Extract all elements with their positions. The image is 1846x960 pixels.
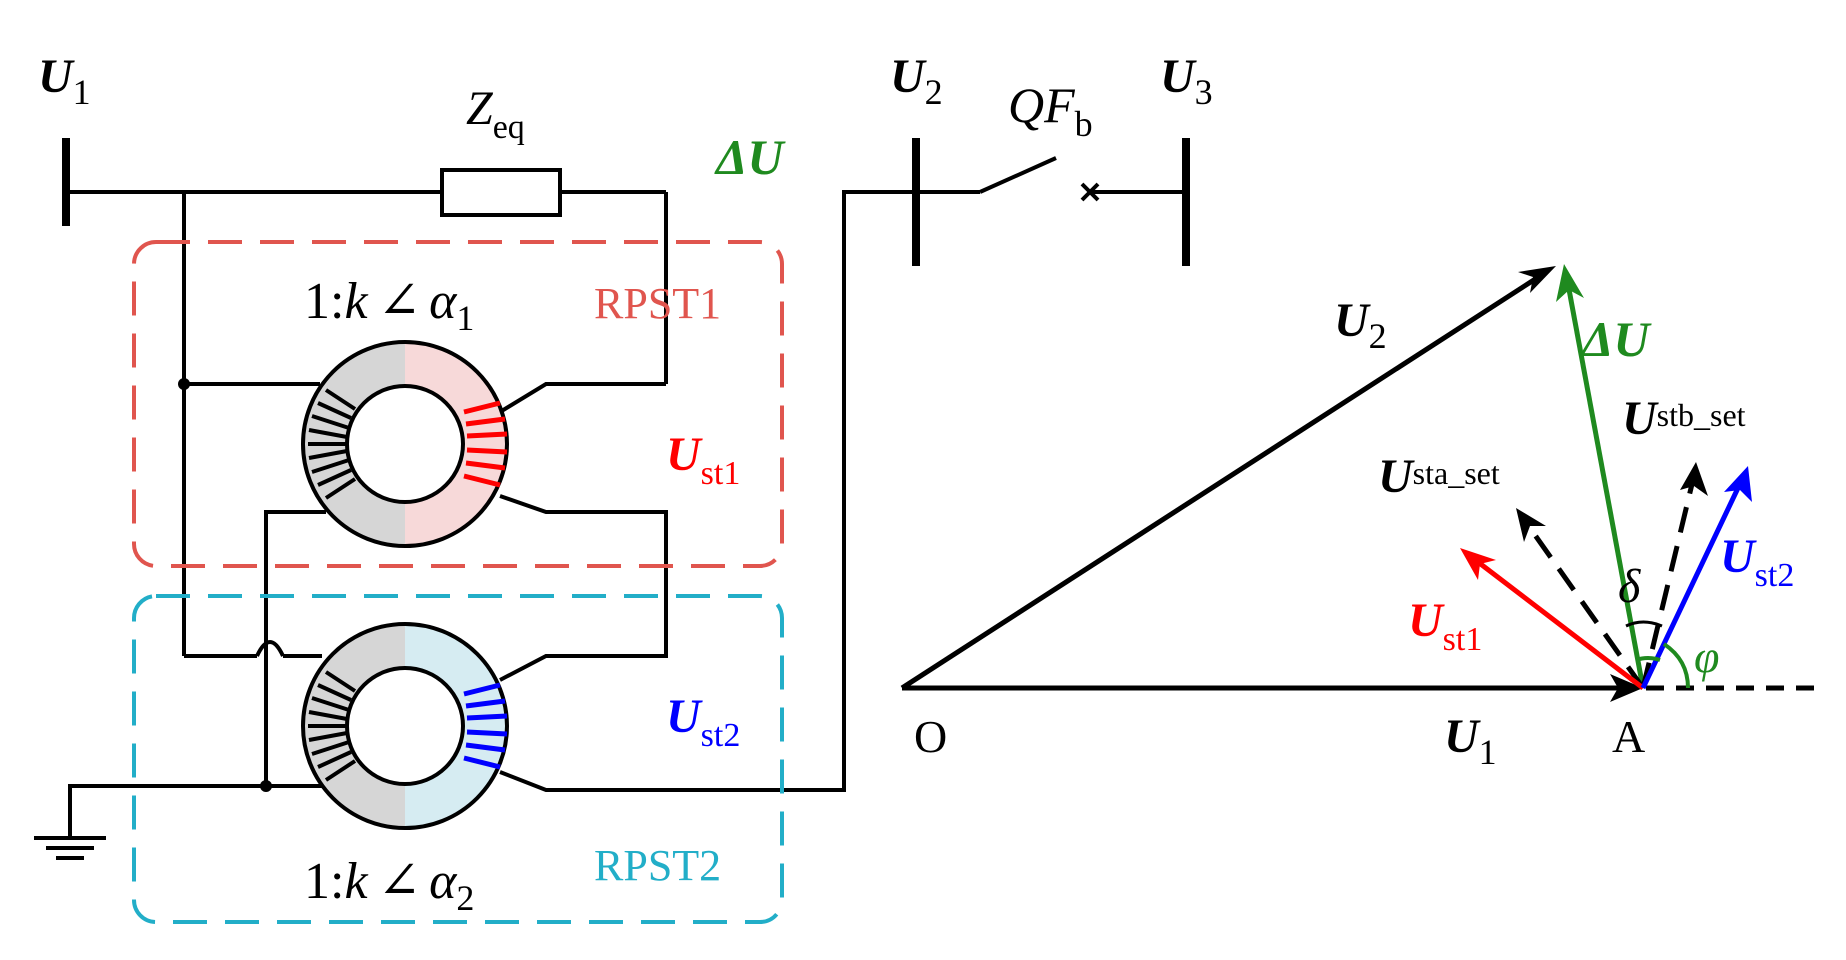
label-ust2-phasor: Ust2 [1720,530,1794,594]
rpst2-output-wire [499,190,916,792]
label-usta-set: Usta_set [1378,450,1500,503]
rpst2-toroid [301,622,509,830]
phasor-ust1-arrowhead [1460,548,1496,580]
phasor-delta-u-arrowhead [1556,264,1584,302]
label-ust2-circuit: Ust2 [666,690,740,754]
junction-dots [178,378,272,792]
label-bus-u2: U2 [890,50,943,112]
label-delta-angle: δ [1618,560,1641,613]
label-delta-u-circuit: ΔU [714,129,786,185]
phi-angle-arc [1662,642,1690,689]
label-bus-u1: U1 [38,50,91,112]
label-ust1-phasor: Ust1 [1408,594,1482,658]
label-bus-u3: U3 [1160,50,1213,112]
label-ust1-circuit: Ust1 [666,428,740,492]
phasor-u1-arrowhead [1610,674,1643,702]
label-point-a: A [1612,711,1645,762]
label-rpst1-ratio: 1:k∠α1 [304,273,474,338]
label-ustb-set: Ustb_set [1622,392,1746,445]
label-zeq: Zeq [466,82,525,146]
phasor-diagram [900,264,1826,702]
rpst2-box [132,594,784,924]
label-phasor-u2: U2 [1334,294,1387,356]
label-phi-angle: φ [1694,631,1719,682]
label-phasor-delta-u: ΔU [1580,311,1652,367]
rpst1-output-top-wire [498,382,666,414]
inner-vertical-wire [264,510,326,786]
junction-dot [178,378,190,390]
rpst1-toroid [301,340,509,548]
wire-crossing-hop [255,640,285,657]
labels: U1 Zeq ΔU U2 QFb U3 1:k∠α1 RPST1 Ust1 Us… [38,50,1794,918]
circuit [34,138,1190,860]
phasor-ust2-arrowhead [1724,466,1752,502]
phasor-ustb-set [1640,483,1695,689]
label-rpst2-ratio: 1:k∠α2 [304,853,474,918]
phasor-u2 [900,273,1542,691]
phasor-ust2 [1640,486,1741,690]
green-angle-arc [1635,656,1661,662]
phasor-ust1 [1476,560,1645,690]
label-point-o: O [914,711,947,762]
breaker-blade [979,156,1057,194]
junction-dot [260,780,272,792]
rpst1-output-bottom-wire [499,494,668,682]
delta-angle-arc [1625,620,1663,628]
phasor-ustb-set-arrowhead [1680,462,1708,496]
label-rpst2: RPST2 [594,841,721,890]
breaker-cross [1080,182,1100,202]
phasor-usta-set [1527,526,1646,690]
ground-wire [68,784,326,836]
phasor-usta-set-arrowhead [1516,508,1546,542]
phasor-u2-arrowhead [1518,266,1556,293]
label-rpst1: RPST1 [594,279,721,328]
zeq-impedance [440,168,562,217]
label-breaker: QFb [1008,77,1093,144]
label-phasor-u1: U1 [1444,710,1497,772]
rpst1-box [132,240,784,568]
phasor-delta-u [1565,283,1646,689]
